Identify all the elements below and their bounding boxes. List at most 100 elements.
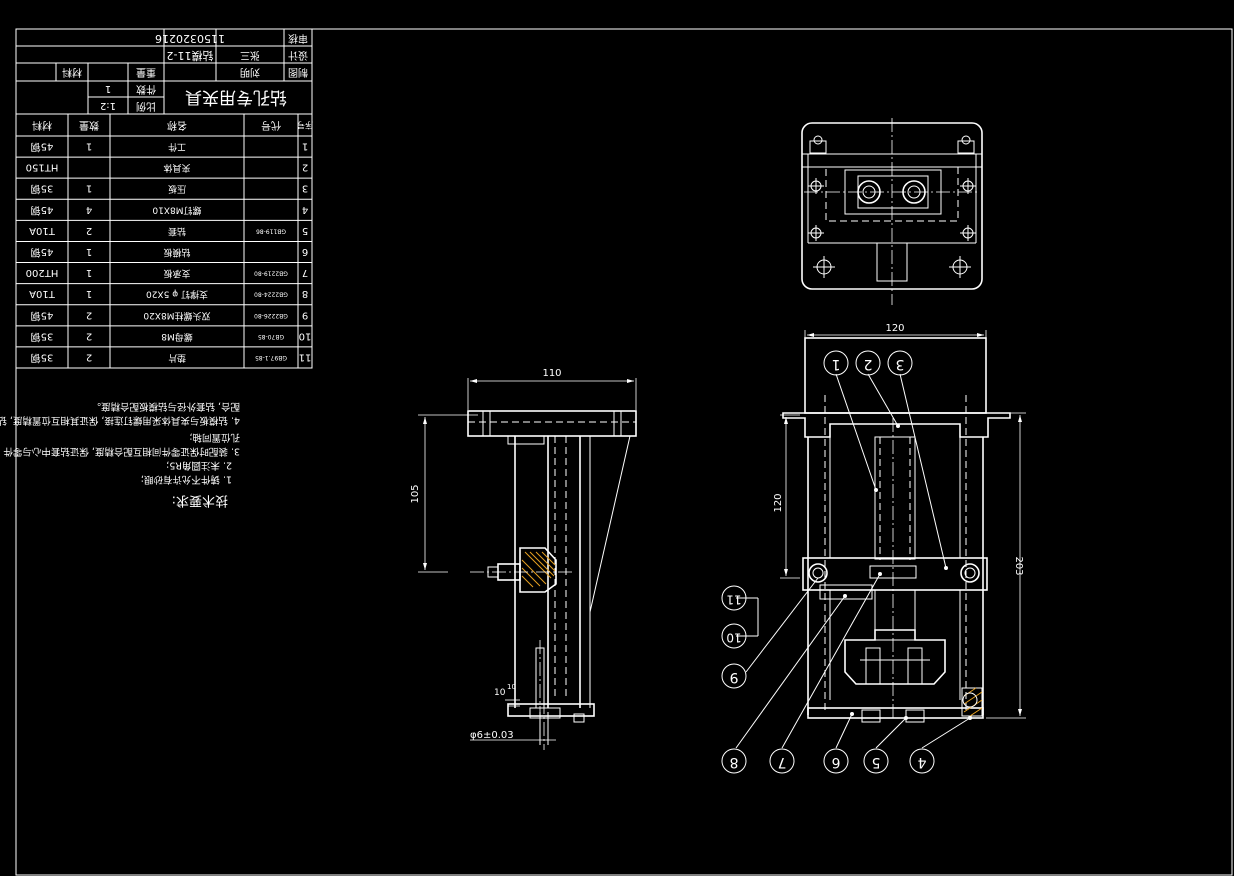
bom-cell-material: 45钢 (31, 246, 54, 259)
svg-text:11: 11 (726, 593, 741, 607)
bom-cell-code: GB70-85 (258, 333, 284, 340)
bom-cell-no: 9 (302, 309, 308, 320)
bom-header-code: 代号 (261, 119, 281, 131)
bom-cell-no: 6 (302, 246, 308, 257)
bom-cell-qty: 1 (86, 246, 92, 257)
balloon-5: 5 (863, 748, 889, 774)
tech-item-1: 1. 铸件不允许有砂眼; (141, 474, 232, 486)
balloon-7: 7 (769, 748, 795, 774)
dim-front-inner-height: 120 (773, 493, 784, 512)
bom-cell-qty: 2 (86, 225, 92, 236)
side-view (467, 410, 637, 750)
tech-item-6: 配合, 钻套外径与钻模板配合精度。 (91, 401, 240, 413)
bom-cell-code: GB2224-80 (254, 291, 288, 298)
bom-cell-name: 垫片 (168, 352, 186, 364)
bom-cell-qty: 1 (86, 267, 92, 278)
svg-text:3: 3 (896, 356, 905, 372)
side-clamp (470, 547, 574, 593)
balloon-1: 1 (823, 350, 849, 376)
title-block-text: 1150320216 钻模11-2 审核 设计 张三 制图 刘明 重量 材料 钻… (32, 32, 313, 132)
bom-cell-name: 工件 (168, 141, 186, 153)
svg-text:10: 10 (726, 631, 741, 645)
label-count: 件数 (136, 83, 156, 96)
dim-side-small-a: 10 (494, 688, 506, 698)
bom-cell-qty: 4 (86, 204, 92, 215)
bom-cell-material: 45钢 (31, 309, 54, 322)
balloon-10: 10 (721, 623, 747, 649)
bom-cell-name: 支承板 (163, 268, 190, 280)
bom-cell-qty: 1 (86, 141, 92, 152)
bom-cell-no: 5 (302, 225, 308, 236)
svg-text:6: 6 (831, 754, 840, 770)
tech-item-3: 3. 装配时保证零件间相互配合精度, 保证钻套中心与零件 (3, 446, 240, 458)
bom-cell-code: GB97.1-85 (255, 354, 287, 361)
bom-cell-material: 45钢 (31, 141, 54, 154)
front-dimensions: 120 120 203 (773, 323, 1026, 719)
label-weight: 重量 (136, 66, 156, 79)
balloon-2: 2 (855, 350, 881, 376)
dim-front-width: 120 (885, 323, 904, 334)
bom-cell-qty: 2 (86, 330, 92, 341)
svg-text:8: 8 (730, 754, 739, 770)
bom-cell-name: 钻模板 (163, 247, 190, 259)
bom-cell-no: 2 (302, 162, 308, 173)
value-design: 张三 (240, 49, 260, 61)
bom-cell-material: 35钢 (31, 183, 54, 196)
tech-item-5: 4. 钻模板与夹具体采用螺钉连接, 保证其相互位置精度, 钻套中心与零件 (0, 415, 240, 427)
top-view (801, 118, 983, 305)
dim-side-small-b: 10 (507, 683, 516, 691)
bom-cell-name: 螺钉M8X10 (152, 204, 201, 215)
dim-front-total-height: 203 (1013, 556, 1024, 575)
bom-cell-material: HT150 (26, 162, 59, 173)
balloon-9: 9 (721, 663, 747, 689)
bom-header-material: 材料 (32, 119, 52, 132)
dim-side-hole: φ6±0.03 (470, 730, 514, 741)
drawing-title: 钻孔专用夹具 (185, 87, 287, 107)
bom-cell-name: 双头螺柱M8X20 (143, 310, 210, 322)
svg-text:7: 7 (778, 754, 787, 770)
label-draw: 制图 (288, 66, 308, 79)
tech-item-2: 2. 未注圆角R5; (166, 460, 232, 472)
leader-lines (735, 373, 972, 749)
bom-cell-no: 10 (299, 330, 312, 341)
bom-cell-material: T10A (29, 288, 56, 299)
bom-rows: 1工件145钢2夹具体HT1503压板135钢4螺钉M8X10445钢5GB11… (26, 141, 312, 365)
bom-cell-no: 1 (302, 141, 308, 152)
dim-side-width: 110 (542, 368, 561, 379)
svg-text:5: 5 (872, 754, 881, 770)
drawing-code: 钻模11-2 (167, 49, 214, 63)
svg-text:1: 1 (832, 356, 841, 372)
bom-cell-name: 夹具体 (163, 162, 190, 174)
bom-cell-name: 钻套 (168, 225, 186, 237)
value-count: 1 (105, 83, 111, 94)
bom-cell-qty: 2 (86, 309, 92, 320)
tech-item-4: 孔位置同轴; (189, 432, 240, 444)
bom-cell-qty: 2 (86, 351, 92, 362)
bom-grid (16, 156, 312, 348)
balloon-6: 6 (823, 748, 849, 774)
tech-heading: 技术要求: (172, 493, 228, 508)
bom-cell-name: 螺母M8 (161, 331, 193, 342)
bom-cell-material: 35钢 (31, 330, 54, 343)
bom-cell-material: 45钢 (31, 204, 54, 217)
balloon-3: 3 (887, 350, 913, 376)
bom-cell-qty: 1 (86, 183, 92, 194)
front-view (782, 337, 1011, 723)
svg-text:4: 4 (917, 754, 926, 770)
bom-header-qty: 数量 (79, 119, 99, 132)
sheet-border (15, 28, 1233, 876)
bom-cell-name: 压板 (168, 183, 186, 195)
bom-cell-no: 7 (302, 267, 308, 278)
label-material: 材料 (62, 66, 82, 79)
drawing-number: 1150320216 (155, 32, 225, 45)
tech-requirements: 技术要求: 1. 铸件不允许有砂眼; 2. 未注圆角R5; 3. 装配时保证零件… (0, 401, 240, 508)
bom-cell-material: T10A (29, 225, 56, 236)
balloon-8: 8 (721, 748, 747, 774)
bom-header-no: 序号 (297, 121, 313, 131)
bom-cell-no: 3 (302, 183, 308, 194)
bom-cell-material: 35钢 (31, 351, 54, 364)
svg-text:9: 9 (730, 669, 739, 685)
bom-cell-no: 8 (302, 288, 308, 299)
side-dimensions: 110 105 10 10 φ6±0.03 (410, 368, 637, 741)
